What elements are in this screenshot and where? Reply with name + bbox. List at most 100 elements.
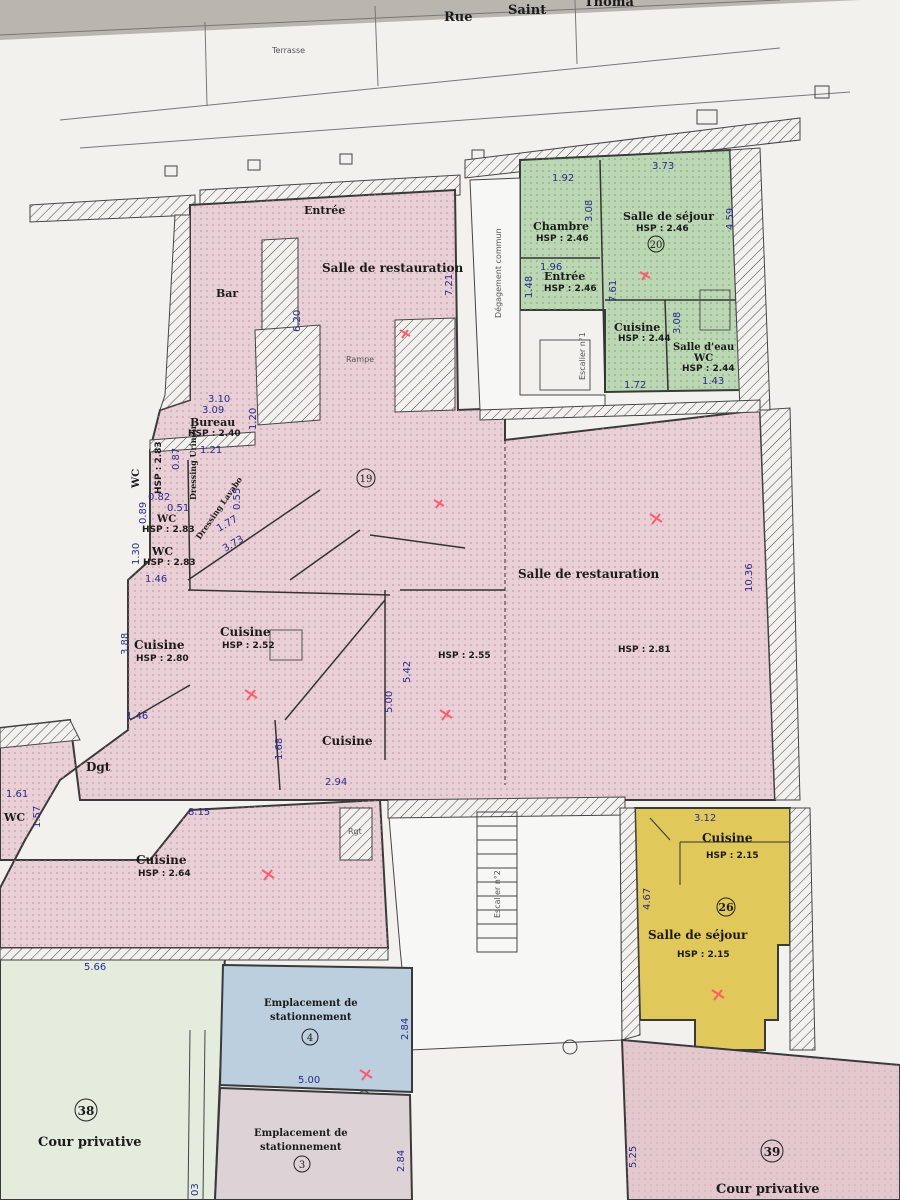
- room-label-cuisine-mid: Cuisine: [220, 625, 271, 639]
- room-label-sejour-20: Salle de séjour: [623, 210, 714, 223]
- room-label-bar: Bar: [216, 287, 238, 300]
- street-name-part-2: Saint: [508, 3, 546, 18]
- dimension: 3.09: [202, 405, 224, 416]
- hsp-salle-main: HSP : 2.81: [618, 645, 671, 655]
- dimension: 10.36: [744, 563, 755, 592]
- room-label-cuisine-20: Cuisine: [614, 321, 660, 334]
- parking-4-label-1: Emplacement de: [264, 998, 358, 1009]
- hsp-chambre: HSP : 2.46: [536, 234, 589, 244]
- dimension: 5.00: [384, 691, 395, 713]
- room-label-wc-20: WC: [693, 353, 713, 364]
- lot-4-number-circle: [301, 1028, 319, 1046]
- room-label-cuisine-left: Cuisine: [134, 638, 185, 652]
- lot-39-number-circle: [760, 1139, 784, 1163]
- room-label-dressing-urinoir: Dressing Urinoir: [188, 424, 198, 500]
- room-label-chambre: Chambre: [533, 220, 589, 233]
- dimension: 1.21: [200, 445, 222, 456]
- dimension: 1.46: [126, 711, 148, 722]
- hsp-wc-2: HSP : 2.83: [142, 525, 195, 535]
- room-label-wc-2: WC: [156, 514, 176, 525]
- room-label-dgt: Dgt: [86, 760, 111, 774]
- dimension: 1.48: [524, 276, 535, 298]
- dimension: 6.20: [292, 310, 303, 332]
- dimension: 3.12: [694, 813, 716, 824]
- dimension: 03: [190, 1183, 201, 1196]
- dimension: 3.10: [208, 394, 230, 405]
- hsp-cuisine-26: HSP : 2.15: [706, 851, 759, 861]
- street-name-part-1: Rue: [444, 10, 473, 25]
- label-escalier-2: Escalier n°2: [493, 870, 502, 918]
- room-label-sejour-26: Salle de séjour: [648, 928, 748, 942]
- parking-3-label-2: stationnement: [260, 1142, 342, 1153]
- hsp-cuisine-left: HSP : 2.80: [136, 654, 189, 664]
- room-label-wc-1: WC: [131, 469, 142, 489]
- dimension: 5.66: [84, 962, 106, 973]
- bollard-icon: [247, 159, 261, 171]
- dimension: 1.30: [131, 543, 142, 565]
- dimension: 3.88: [120, 633, 131, 655]
- hsp-sejour-26: HSP : 2.15: [677, 950, 730, 960]
- room-label-salle-restauration-top: Salle de restauration: [322, 261, 464, 275]
- hsp-sejour-20: HSP : 2.46: [636, 224, 689, 234]
- street-name-part-3: Thoma: [584, 0, 635, 10]
- dimension: 4.59: [725, 208, 736, 230]
- room-label-wc-left: WC: [3, 811, 25, 824]
- hsp-salle-eau: HSP : 2.44: [682, 364, 735, 374]
- dimension: 1.68: [274, 738, 285, 760]
- lot-26-number: 26: [718, 901, 734, 914]
- room-label-cuisine-26: Cuisine: [702, 831, 753, 845]
- lot-3-number: 3: [299, 1160, 305, 1171]
- room-label-salle-eau: Salle d'eau: [673, 342, 734, 353]
- lot-3-number-circle: [293, 1155, 311, 1173]
- label-rgt: Rgt: [348, 827, 362, 836]
- parking-4-label-2: stationnement: [270, 1012, 352, 1023]
- dimension: 1.46: [145, 574, 167, 585]
- dimension: 8.15: [188, 807, 210, 818]
- lot-3-area: [213, 1086, 414, 1200]
- dimension: 2.94: [325, 777, 347, 788]
- dimension: 1.43: [702, 376, 724, 387]
- lot-20-number: 20: [650, 240, 663, 251]
- dimension: 5.00: [298, 1075, 320, 1086]
- dimension: 1.72: [624, 380, 646, 391]
- dimension: 5.42: [402, 661, 413, 683]
- lot-38-area: [0, 954, 227, 1200]
- room-label-cuisine-lower: Cuisine: [322, 734, 373, 748]
- lot-38-number: 38: [78, 1104, 95, 1118]
- dimension: 1.57: [32, 806, 43, 828]
- dimension: 0.87: [171, 448, 182, 470]
- drain-icon: [562, 1039, 578, 1055]
- bollard-icon: [339, 153, 353, 165]
- dimension: 7.61: [608, 280, 619, 302]
- hsp-bureau: HSP : 2.40: [188, 429, 241, 439]
- hsp-wc-3: HSP : 2.83: [143, 558, 196, 568]
- lot-39-label: Cour privative: [716, 1182, 819, 1197]
- dimension: 0.82: [148, 492, 170, 503]
- red-mark: [244, 271, 725, 1081]
- dimension: 7.21: [444, 274, 455, 296]
- room-label-salle-restauration-main: Salle de restauration: [518, 567, 660, 581]
- hsp-cuisine-bottom: HSP : 2.64: [138, 869, 191, 879]
- dimension: 4.67: [642, 888, 653, 910]
- dimension: 1.96: [540, 262, 562, 273]
- room-label-bureau: Bureau: [190, 416, 235, 429]
- bollard-icon: [164, 165, 178, 177]
- bollard-icon: [814, 85, 830, 99]
- lot-38-number-circle: [74, 1098, 98, 1122]
- dimension: 0.89: [138, 502, 149, 524]
- dimension: 1.61: [6, 789, 28, 800]
- hsp-center: HSP : 2.55: [438, 651, 491, 661]
- dimension: 5.25: [628, 1146, 639, 1168]
- lot-19-number: 19: [360, 474, 373, 485]
- lot-4-area: [218, 963, 413, 1094]
- room-label-entree-20: Entrée: [544, 270, 585, 283]
- dimension: 3.08: [584, 200, 595, 222]
- bollard-icon: [696, 109, 718, 125]
- label-rampe: Rampe: [346, 355, 374, 364]
- dimension: 0.55: [232, 488, 243, 510]
- room-label-entree: Entrée: [304, 204, 345, 217]
- dimension: 3.73: [652, 161, 674, 172]
- dimension: 3.08: [672, 312, 683, 334]
- dimension: 1.92: [552, 173, 574, 184]
- room-label-cuisine-bottom: Cuisine: [136, 853, 187, 867]
